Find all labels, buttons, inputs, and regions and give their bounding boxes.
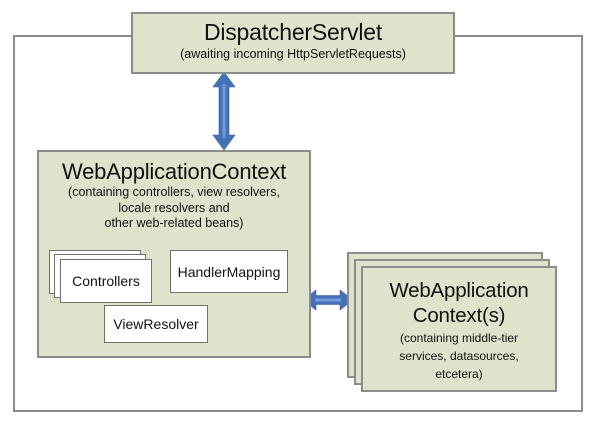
arrow-dispatcher-to-webapplicationcontext <box>212 71 236 151</box>
root-contexts-title-line2: Context(s) <box>412 304 506 327</box>
web-application-context-subtitle-line1: (containing controllers, view resolvers, <box>68 185 280 199</box>
dispatcher-servlet-title: DispatcherServlet <box>203 19 383 45</box>
root-contexts-title-line1: WebApplication <box>389 279 529 302</box>
handler-mapping-label: HandlerMapping <box>177 263 281 280</box>
web-application-context-subtitle-line2: locale resolvers and <box>118 200 230 215</box>
controllers-label: Controllers <box>72 273 140 289</box>
root-contexts-subtitle-line1: (containing middle-tier <box>399 331 519 345</box>
root-web-application-contexts-stack: WebApplication Context(s) (containing mi… <box>347 252 562 397</box>
view-resolver-box: ViewResolver <box>104 305 208 343</box>
web-application-context-title: WebApplicationContext <box>61 159 287 184</box>
controllers-stack: Controllers <box>49 250 159 312</box>
dispatcher-servlet-box: DispatcherServlet (awaiting incoming Htt… <box>131 12 455 74</box>
root-contexts-subtitle-line3: etcetera) <box>435 367 483 381</box>
web-application-context-subtitle-line3: other web-related beans) <box>104 216 244 230</box>
dispatcher-servlet-subtitle: (awaiting incoming HttpServletRequests) <box>180 47 406 61</box>
root-contexts-box: WebApplication Context(s) (containing mi… <box>361 266 557 392</box>
controllers-box: Controllers <box>60 259 152 303</box>
handler-mapping-box: HandlerMapping <box>170 250 288 293</box>
web-application-context-box: WebApplicationContext (containing contro… <box>37 150 311 358</box>
view-resolver-label: ViewResolver <box>113 316 199 332</box>
root-contexts-subtitle-line2: services, datasources, <box>399 349 519 363</box>
